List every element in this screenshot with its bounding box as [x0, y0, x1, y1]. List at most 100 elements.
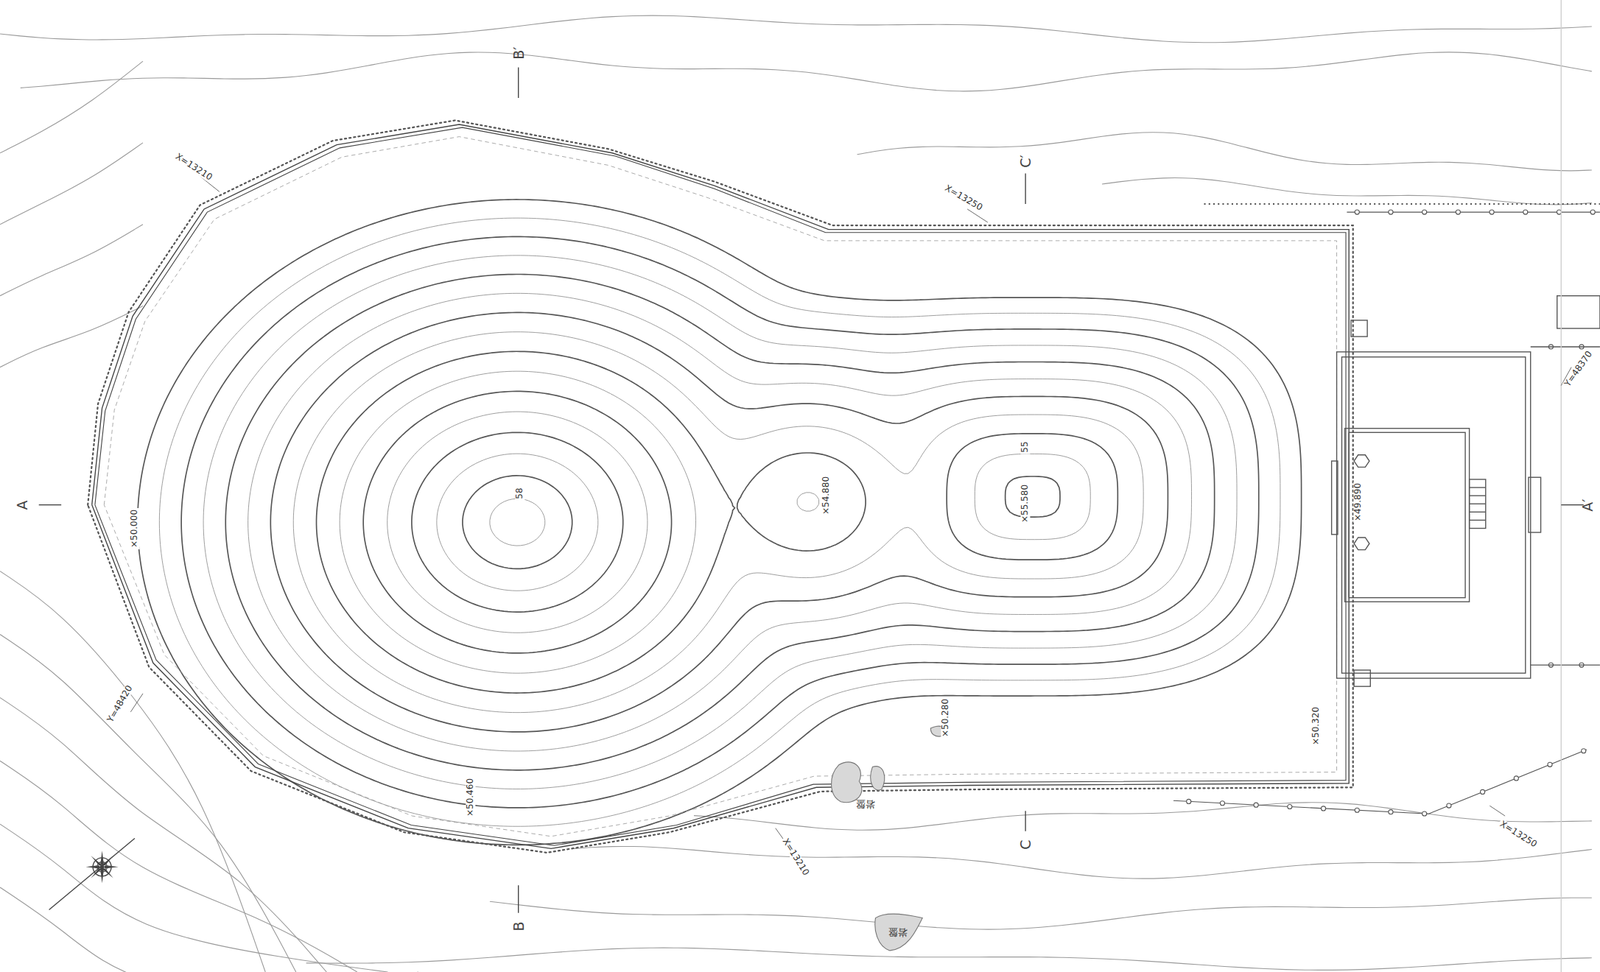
terrain-contour [489, 897, 1592, 930]
building-outer [1337, 352, 1531, 679]
fence-chain [87, 120, 1354, 854]
rock-label: 岩盤 [854, 798, 877, 809]
mound-contours [137, 199, 1302, 845]
terrain-contour [0, 306, 143, 368]
contour-line [489, 498, 546, 546]
survey-value: Y=48420 [105, 682, 136, 726]
structure [1557, 296, 1600, 329]
fence-post [1354, 209, 1360, 215]
fence-post [1590, 209, 1595, 215]
wall-line [1530, 664, 1600, 666]
survey-value: X=13210 [172, 151, 216, 184]
survey-value: ×54.880 [821, 475, 831, 517]
section-mark: C′ [1018, 153, 1034, 170]
step-line [1469, 486, 1486, 488]
terrain-contour [0, 15, 1592, 43]
contour-line [339, 371, 1091, 674]
section-mark: A [14, 498, 31, 512]
section-lines [39, 67, 1584, 913]
section-tick [517, 67, 519, 98]
grid-leader [1489, 805, 1505, 817]
rock-outcrops [831, 726, 948, 952]
rock-outcrop [875, 914, 923, 952]
terrain-contour [857, 132, 1592, 171]
north-arrow [49, 839, 135, 911]
compass-star [85, 850, 118, 884]
terrain-contour [0, 142, 143, 225]
fence-outline [87, 120, 1600, 854]
fence-post [1422, 811, 1427, 817]
contour-line [462, 475, 573, 570]
step-line [1469, 511, 1486, 513]
contour-line [248, 293, 1192, 752]
steps [1469, 479, 1486, 529]
step-line [1469, 495, 1486, 496]
terrain-contour [571, 846, 1592, 879]
sheet-edge [1560, 0, 1562, 972]
terrain-contour [0, 571, 266, 972]
fence-post [1388, 209, 1394, 215]
hexagon-marker [1353, 455, 1370, 468]
rock-label: 岩盤 [886, 927, 910, 938]
terrain-contour [0, 224, 143, 297]
contour-line [363, 391, 1061, 654]
survey-value: 55 [1020, 439, 1031, 454]
survey-value: Y=48370 [1561, 348, 1595, 390]
fence-post [1219, 801, 1225, 806]
contour-line [203, 255, 1237, 790]
contour-line [316, 351, 1119, 694]
fence-chain [1203, 203, 1600, 205]
fence-post [1287, 804, 1293, 809]
terrain-contour [0, 824, 388, 972]
terrain-contour [0, 634, 297, 972]
terrain-contour [1102, 178, 1592, 205]
fence-post [1446, 803, 1452, 809]
survey-value: ×50.000 [129, 508, 140, 550]
fence-post [1186, 799, 1192, 804]
terrain-lines [0, 15, 1592, 972]
section-tick [39, 504, 62, 506]
survey-value: ×50.460 [465, 777, 476, 819]
contour-line [411, 432, 624, 613]
contour-line [293, 332, 1144, 714]
fence-post [1354, 808, 1360, 813]
terrain-contour [0, 61, 143, 154]
section-tick [517, 885, 519, 913]
step-line [1469, 520, 1486, 521]
rock-outcrop [831, 762, 862, 803]
grid-leader [130, 693, 143, 713]
survey-value: ×49.890 [1353, 481, 1363, 523]
contour-line [270, 312, 1168, 733]
fence-line [1346, 212, 1600, 213]
terrain-contour [20, 52, 1592, 92]
contour-line [159, 218, 1281, 827]
north-line [49, 839, 135, 911]
fence-line [1173, 749, 1587, 814]
contour-line [436, 453, 599, 591]
survey-value: ×50.280 [940, 697, 951, 739]
building-plan [1331, 0, 1600, 972]
fence-post [1523, 209, 1528, 215]
terrain-contour [0, 887, 419, 972]
survey-value: X=13250 [941, 182, 985, 214]
building-inner-inner [1348, 432, 1466, 598]
fence-post [1581, 749, 1587, 754]
fence-post [1388, 810, 1394, 815]
fence-post [1321, 806, 1326, 812]
building-outer-inner [1341, 357, 1525, 674]
contour-line [387, 411, 648, 633]
terrain-contour [693, 802, 1592, 831]
contour-line [181, 236, 1259, 809]
wall-line [1530, 346, 1600, 347]
survey-value: ×50.320 [1311, 705, 1321, 747]
steps [1528, 477, 1542, 533]
fence-post [1253, 802, 1259, 808]
step-line [1469, 503, 1486, 505]
fence-line [95, 127, 1346, 846]
steps [1351, 320, 1368, 337]
hexagon-marker [1353, 537, 1370, 551]
section-mark: A′ [1580, 497, 1596, 513]
section-mark: B′ [510, 44, 526, 61]
